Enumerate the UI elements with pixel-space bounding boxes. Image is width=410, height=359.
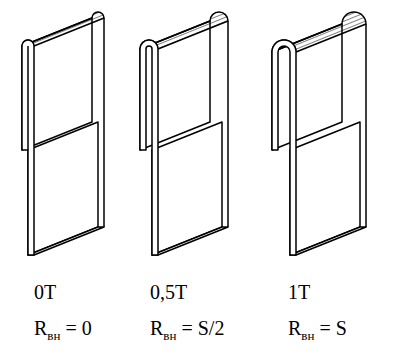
radius-subscript: вн: [301, 328, 314, 343]
hem-1t-figure: [272, 12, 366, 255]
radius-subscript: вн: [163, 328, 176, 343]
hem-05t-figure: [140, 12, 228, 255]
radius-symbol: R: [34, 317, 47, 339]
radius-formula: Rвн= S/2: [150, 318, 224, 338]
hem-type-label: 0T: [34, 282, 56, 302]
radius-formula: Rвн= S: [288, 318, 347, 338]
radius-symbol: R: [150, 317, 163, 339]
hem-type-label: 0,5T: [150, 282, 187, 302]
hem-type-label: 1T: [288, 282, 310, 302]
radius-value: = S: [319, 317, 346, 339]
radius-value: = S/2: [181, 317, 224, 339]
radius-value: = 0: [65, 317, 91, 339]
radius-subscript: вн: [47, 328, 60, 343]
radius-symbol: R: [288, 317, 301, 339]
hem-0t-figure: [22, 12, 104, 255]
radius-formula: Rвн= 0: [34, 318, 92, 338]
